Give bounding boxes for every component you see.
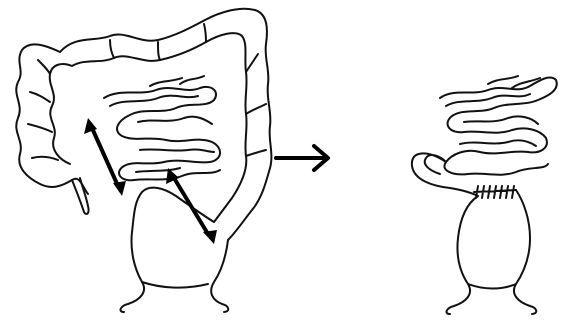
double-headed-arrow-icon [113, 181, 126, 196]
remaining-coils-outline [440, 78, 557, 175]
resection-marker-2 [166, 168, 217, 244]
resection-arrow-shaft-1 [92, 128, 118, 186]
remaining-small-intestine [440, 76, 557, 175]
remaining-coils-inner [446, 76, 540, 146]
rectum-outline [121, 188, 229, 312]
remaining-rectum-outline [447, 190, 537, 314]
suture-marks-icon [474, 186, 516, 198]
colon-outer-outline [16, 9, 271, 240]
after-panel [412, 76, 557, 314]
before-panel [16, 9, 271, 312]
double-headed-arrow-icon [203, 230, 217, 244]
anastomosis [474, 186, 516, 198]
appendix [72, 178, 89, 214]
resection-arrow-shaft-2 [174, 178, 208, 234]
small-intestine [104, 76, 220, 180]
resection-marker-1 [84, 118, 126, 196]
colon-inner-outline [50, 33, 247, 222]
small-intestine-inner [110, 76, 214, 172]
remaining-rectum [447, 190, 537, 314]
small-intestine-coils [104, 87, 220, 180]
transition-arrow [276, 146, 328, 170]
rectum [121, 188, 229, 312]
large-intestine [16, 9, 271, 240]
